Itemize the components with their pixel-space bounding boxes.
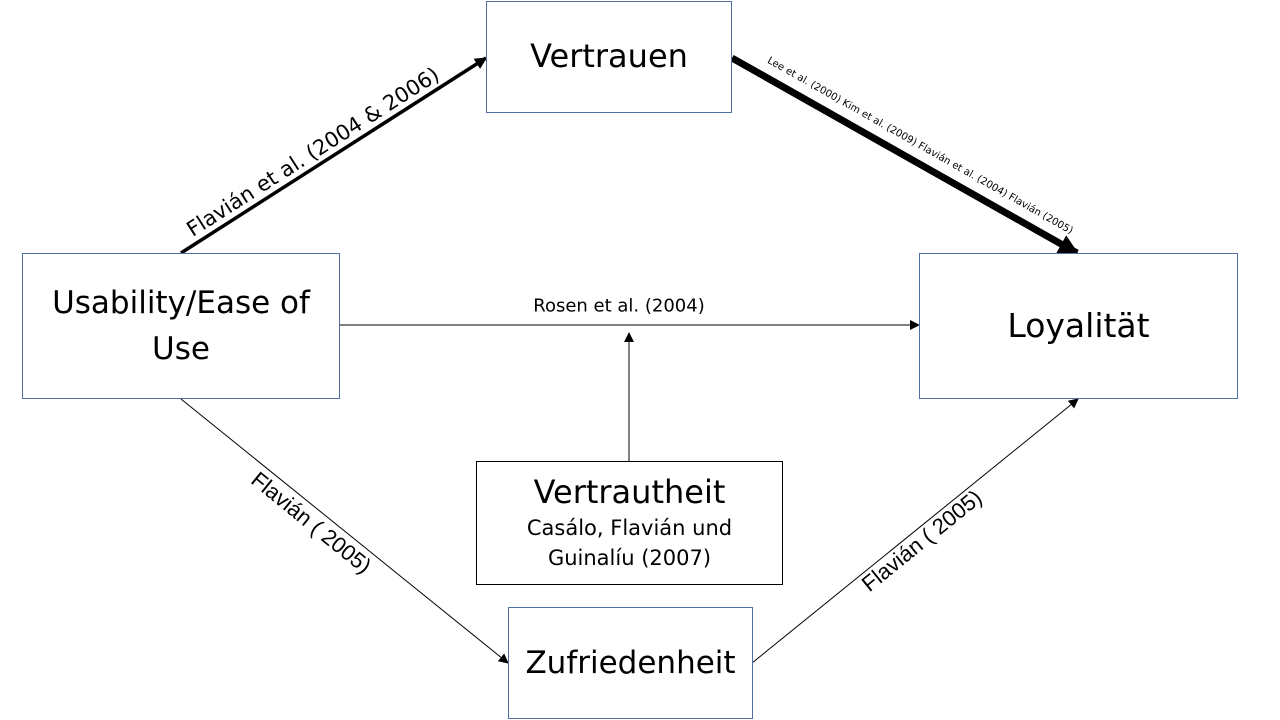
arrow-zufriedenheit-to-loyalitaet xyxy=(751,398,1079,664)
node-vertrautheit-source-line2: Guinalíu (2007) xyxy=(547,545,712,570)
node-usability-line1: Usability/Ease of xyxy=(52,284,310,321)
node-usability: Usability/Ease of Use xyxy=(22,253,340,399)
node-vertrautheit-title: Vertrautheit xyxy=(533,473,726,512)
node-vertrautheit-source-line1: Casálo, Flavián und xyxy=(526,515,733,540)
node-vertrautheit: Vertrautheit Casálo, Flavián und Guinalí… xyxy=(476,461,783,585)
node-zufriedenheit-label: Zufriedenheit xyxy=(525,644,736,681)
node-loyalitaet-label: Loyalität xyxy=(1007,305,1150,345)
arrow-usability-to-zufriedenheit xyxy=(180,398,509,664)
edge-label-usability-to-loyalitaet: Rosen et al. (2004) xyxy=(533,295,705,317)
arrow-usability-to-vertrauen xyxy=(180,56,488,255)
node-loyalitaet: Loyalität xyxy=(919,253,1238,399)
node-vertrauen-label: Vertrauen xyxy=(530,37,688,76)
node-zufriedenheit: Zufriedenheit xyxy=(508,607,753,719)
node-usability-line2: Use xyxy=(152,331,210,367)
arrow-vertrauen-to-loyalitaet xyxy=(730,54,1079,257)
node-vertrauen: Vertrauen xyxy=(486,1,732,113)
